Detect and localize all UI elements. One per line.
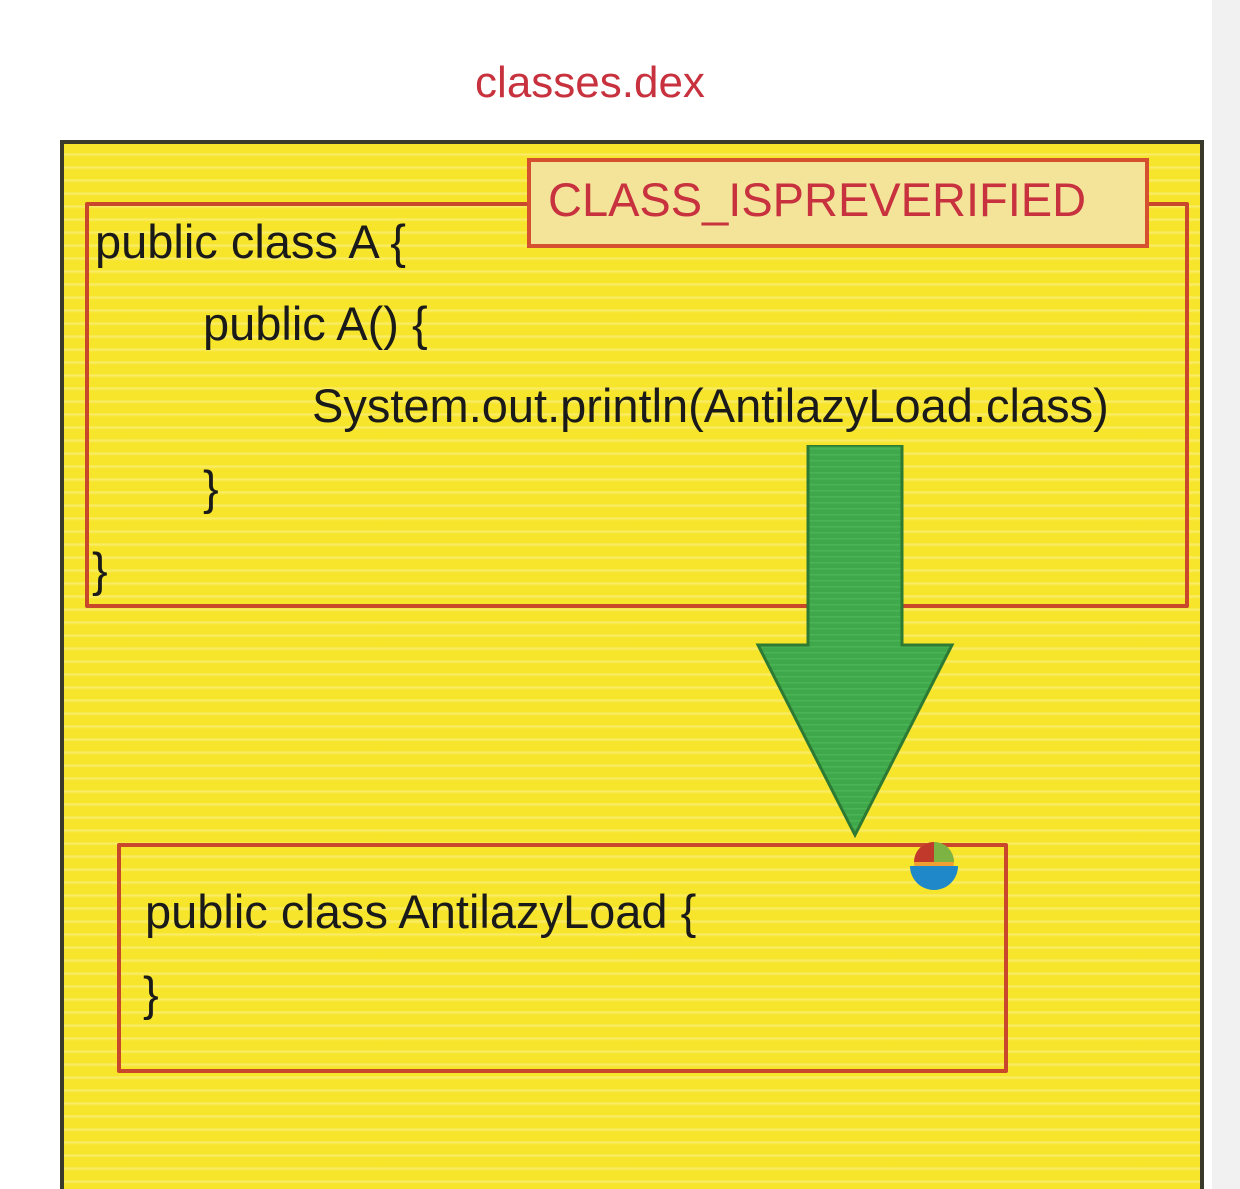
antilazy-closing-brace: } — [143, 967, 159, 1020]
preverified-flag-label: CLASS_ISPREVERIFIED — [548, 173, 1087, 226]
scrollbar-track — [1212, 0, 1240, 1189]
classes-dex-container — [60, 140, 1204, 1189]
class-a-declaration: public class A { — [95, 215, 406, 268]
bowl-logo-icon — [910, 842, 958, 890]
constructor-declaration: public A() { — [203, 297, 428, 350]
preverified-flag-box — [527, 158, 1149, 248]
println-statement: System.out.println(AntilazyLoad.class) — [312, 379, 1109, 432]
down-arrow-icon — [755, 445, 955, 839]
antilazy-load-box — [117, 843, 1008, 1073]
constructor-closing-brace: } — [203, 461, 219, 514]
antilazy-class-declaration: public class AntilazyLoad { — [145, 885, 697, 938]
diagram-title: classes.dex — [475, 58, 705, 107]
class-a-closing-brace: } — [92, 543, 108, 596]
